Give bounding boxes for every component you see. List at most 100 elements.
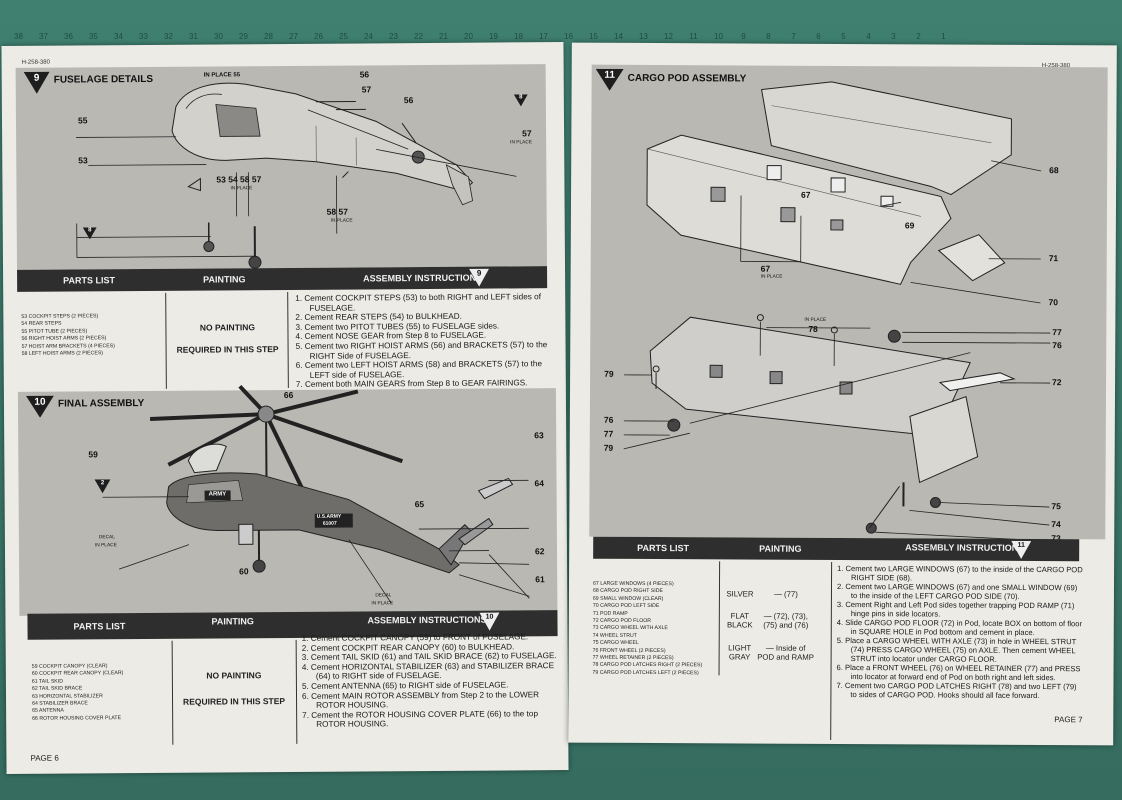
step10-parts-list: 59 COCKPIT CANOPY (CLEAR) 60 COCKPIT REA… (32, 663, 124, 723)
page-number: PAGE 7 (1054, 715, 1083, 725)
ruler-tick: 5 (841, 32, 846, 41)
ruler-tick: 28 (264, 32, 273, 41)
ruler-tick: 24 (364, 32, 373, 41)
decal-label: IN PLACE (94, 543, 117, 549)
step9-diagram-panel: 9 FUSELAGE DETAILS (15, 64, 548, 270)
paint-color: SILVER (726, 589, 754, 599)
paint-parts: — (77) (774, 589, 798, 599)
step11-header-bar: PARTS LIST PAINTING ASSEMBLY INSTRUCTION… (593, 536, 1080, 562)
divider (830, 561, 833, 740)
instruction-item: 1. Cement two LARGE WINDOWS (67) to the … (837, 563, 1083, 583)
instruction-item: 6. Cement two LEFT HOIST ARMS (58) and B… (295, 359, 543, 380)
ruler-tick: 25 (339, 32, 348, 41)
step9-header-bar: PARTS LIST PAINTING ASSEMBLY INSTRUCTION… (17, 266, 548, 292)
decal-label: DECAL (98, 535, 115, 541)
parts-list-header: PARTS LIST (63, 275, 115, 286)
parts-list-item: 60 COCKPIT REAR CANOPY (CLEAR) (31, 670, 124, 678)
ruler-tick: 21 (439, 32, 448, 41)
parts-list-item: 79 CARGO POD LATCHES LEFT (2 Pieces) (592, 669, 699, 677)
callout-56: 56 (359, 69, 370, 80)
assembly-header: ASSEMBLY INSTRUCTIONS (363, 272, 483, 284)
parts-list-header: PARTS LIST (637, 542, 690, 554)
instruction-item: 4. Cement HORIZONTAL STABILIZER (63) and… (301, 660, 555, 682)
painting-header: PAINTING (759, 543, 802, 554)
ruler-tick: 22 (414, 32, 423, 41)
right-page: H-258-380 11 CARGO POD ASSEMBLY (568, 42, 1117, 746)
instruction-item: 5. Cement two RIGHT HOIST ARMS (56) and … (295, 340, 548, 361)
ruler-tick: 3 (891, 32, 896, 41)
army-decal: 61007 (322, 520, 337, 527)
paint-parts: — (72), (73), (75) and (76) (763, 611, 809, 630)
callout-67: 67 (760, 263, 771, 274)
step10-diagram-panel: 10 FINAL ASSEMBLY (17, 384, 558, 616)
decal-label: IN PLACE (371, 601, 394, 607)
ruler-tick: 31 (189, 32, 198, 41)
callout-76: 76 (1052, 340, 1062, 351)
ruler-tick: 35 (89, 32, 98, 41)
step10-painting-note-2: REQUIRED IN THIS STEP (182, 696, 286, 707)
left-page: H-258-380 9 FUSELAGE DETAILS (1, 42, 569, 774)
step9-fuselage-drawing (76, 82, 517, 269)
instruction-item: 1. Cement COCKPIT STEPS (53) to both RIG… (295, 292, 541, 313)
ruler-tick: 16 (564, 32, 573, 41)
divider (287, 291, 289, 388)
ruler-tick: 17 (539, 32, 548, 41)
callout-56: 56 (403, 95, 414, 106)
ruler-tick: 4 (866, 32, 871, 41)
instruction-item: 6. Place a FRONT WHEEL (76) on WHEEL RET… (836, 662, 1081, 683)
ruler-tick: 15 (589, 32, 598, 41)
ruler-tick: 20 (464, 32, 473, 41)
instruction-item: 2. Cement two LARGE WINDOWS (67) and one… (836, 581, 1078, 601)
painting-header: PAINTING (203, 274, 246, 285)
callout-76: 76 (603, 414, 614, 425)
callout-79: 79 (603, 442, 614, 453)
callout-in-place-55: IN PLACE 55 (203, 72, 241, 79)
callout-in-place: IN PLACE (230, 186, 253, 192)
ruler-tick: 6 (816, 32, 821, 41)
step9-painting-note-1: NO PAINTING (199, 322, 256, 333)
callout-71: 71 (1048, 253, 1059, 264)
instruction-item: 5. Place a CARGO WHEEL WITH AXLE (73) in… (836, 635, 1077, 664)
callout-64: 64 (534, 478, 545, 489)
callout-75: 75 (1051, 501, 1061, 512)
parts-list-header: PARTS LIST (73, 621, 126, 632)
callout-66: 66 (283, 389, 294, 401)
instruction-item: 6. Cement MAIN ROTOR ASSEMBLY from Step … (301, 689, 540, 710)
callout-63: 63 (534, 430, 544, 441)
ruler-tick: 37 (39, 32, 48, 41)
ruler-tick: 38 (14, 32, 23, 41)
paint-color: FLAT BLACK (726, 611, 753, 630)
ruler-tick: 9 (741, 32, 746, 41)
callout-72: 72 (1052, 377, 1062, 388)
step10-instructions: 1. Cement COCKPIT CANOPY (59) to FRONT o… (302, 632, 559, 730)
step11-instructions: 1. Cement two LARGE WINDOWS (67) to the … (836, 564, 1085, 700)
ruler-tick: 19 (489, 32, 498, 41)
page-number: PAGE 6 (30, 753, 59, 763)
instruction-item: 4. Slide CARGO POD FLOOR (72) in Pod, lo… (836, 617, 1083, 638)
ruler-tick: 29 (239, 32, 248, 41)
callout-78: 78 (808, 323, 818, 334)
callout-65: 65 (414, 499, 425, 510)
callout-57: 57 (361, 84, 372, 95)
ruler-tick: 18 (514, 32, 523, 41)
army-decal: ARMY (208, 491, 227, 498)
divider (718, 561, 721, 676)
ruler-tick: 13 (639, 32, 648, 41)
callout-62: 62 (534, 546, 545, 557)
ruler-tick: 23 (389, 32, 398, 41)
callout-in-place: IN PLACE (760, 274, 783, 280)
step11-diagram-panel: 11 CARGO POD ASSEMBLY (589, 64, 1108, 543)
ruler-tick: 2 (916, 32, 921, 41)
ruler-tick: 7 (791, 32, 796, 41)
parts-list-item: 66 ROTOR HOUSING COVER PLATE (32, 714, 122, 722)
ruler-tick: 33 (139, 32, 148, 41)
callout-55: 55 (77, 115, 88, 126)
page-code: H-258-380 (21, 59, 50, 66)
divider (171, 640, 174, 745)
assembly-header: ASSEMBLY INSTRUCTIONS (905, 542, 1025, 553)
parts-list-item: 58 LEFT HOIST ARMS (2 Pieces) (21, 350, 104, 357)
ruler-tick: 30 (214, 32, 223, 41)
step11-parts-list: 67 LARGE WINDOWS (4 Pieces) 68 CARGO POD… (593, 581, 703, 678)
callout-70: 70 (1048, 297, 1058, 308)
